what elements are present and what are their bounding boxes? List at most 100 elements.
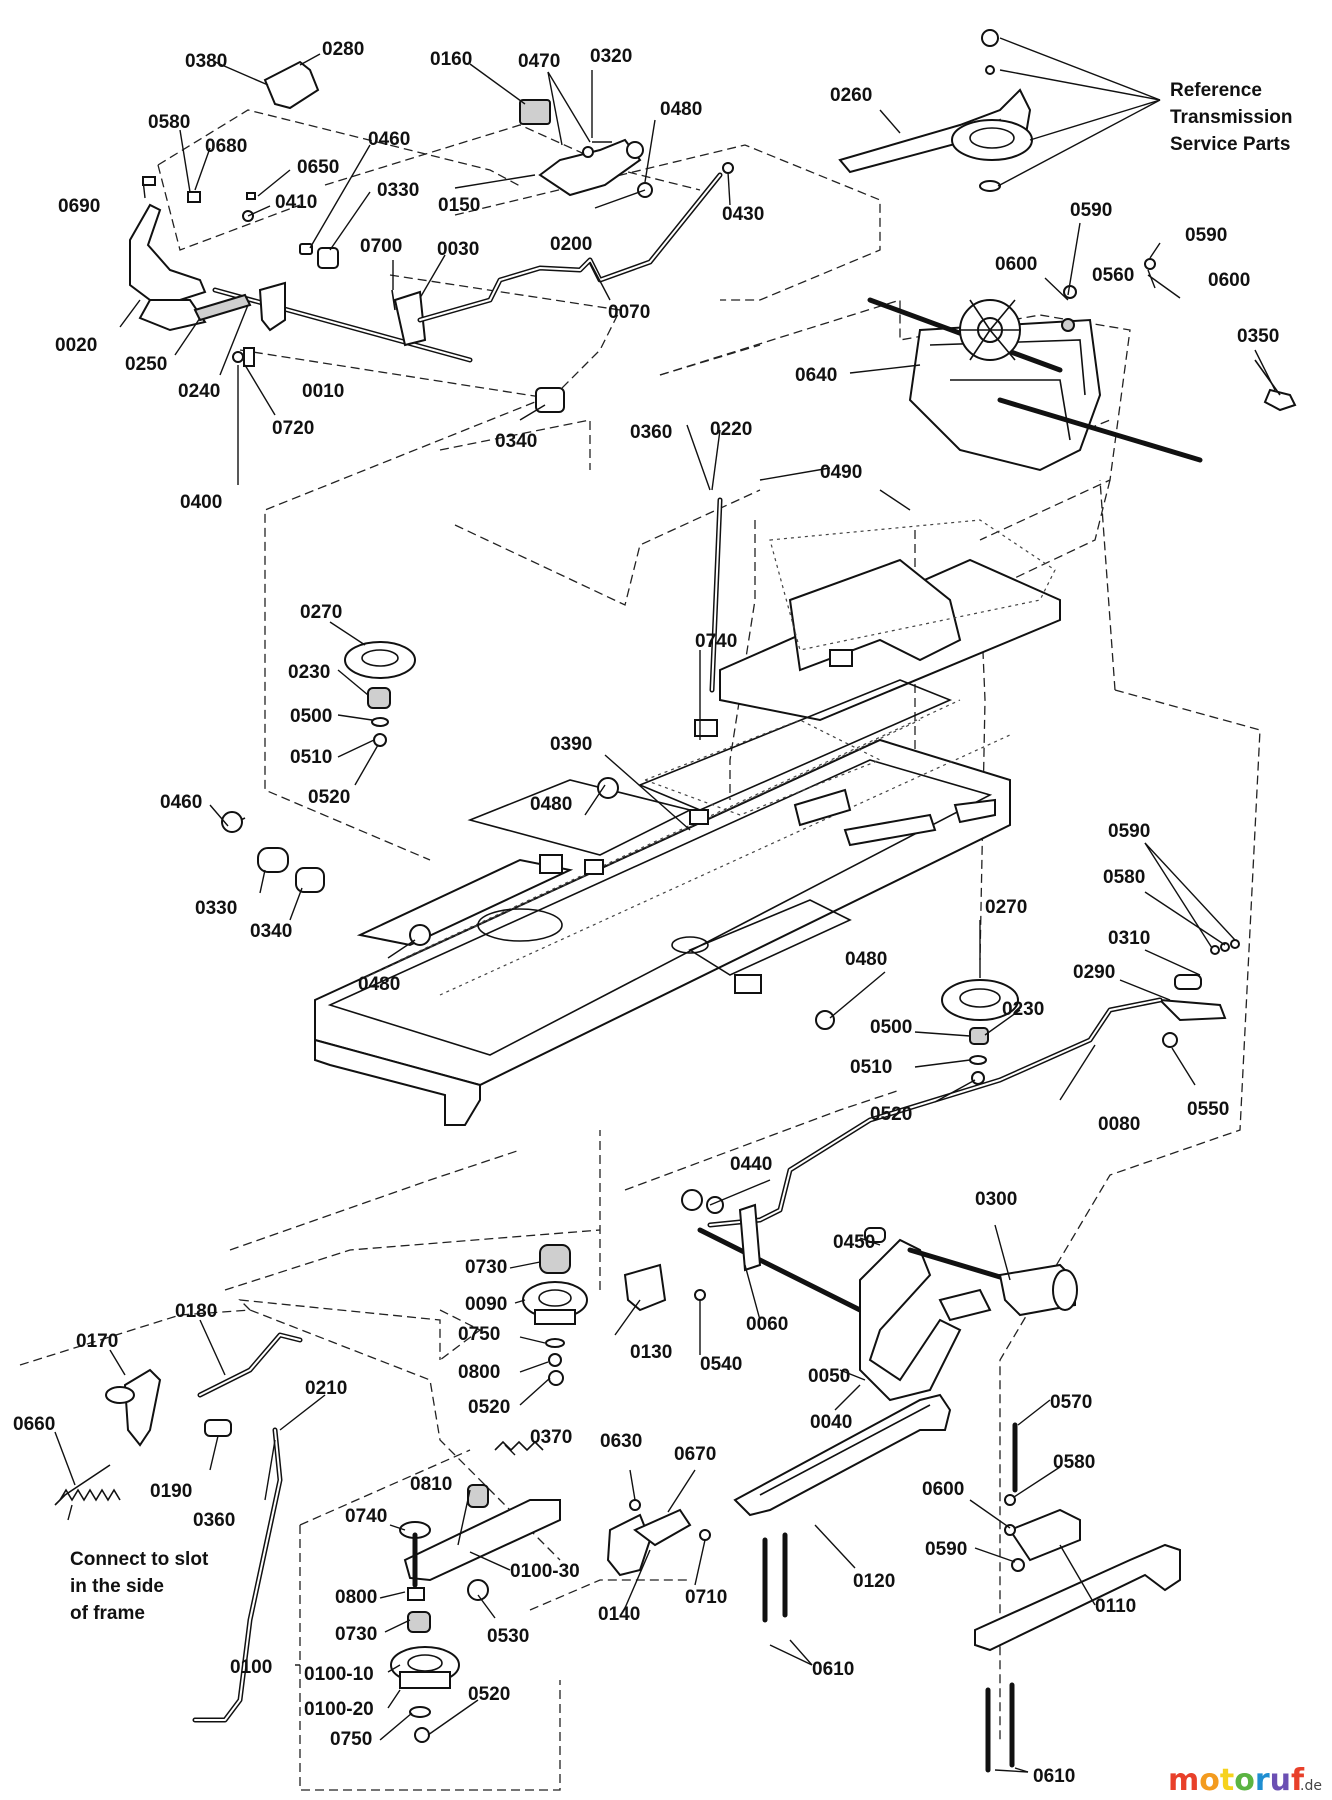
center-idler-pulley — [522, 1244, 588, 1386]
callout: 0460 — [160, 792, 202, 813]
callout: 0270 — [985, 897, 1027, 918]
stabilizer-arm-right — [974, 1422, 1181, 1773]
callout: 0340 — [495, 431, 537, 452]
callout: 0360 — [193, 1510, 235, 1531]
callout-labels: 0380 0280 0160 0470 0320 0480 0580 0680 … — [13, 39, 1279, 1787]
callout: 0560 — [1092, 265, 1134, 286]
callout: 0100-10 — [304, 1664, 374, 1685]
callout: 0700 — [360, 236, 402, 257]
callout: 0500 — [870, 1017, 912, 1038]
callout: 0100-20 — [304, 1699, 374, 1720]
callout: 0070 — [608, 302, 650, 323]
callout: 0170 — [76, 1331, 118, 1352]
callout: 0100 — [230, 1657, 272, 1678]
callout: 0520 — [308, 787, 350, 808]
callout: 0430 — [722, 204, 764, 225]
input-pulley-group — [838, 29, 1033, 192]
idler-pulley-right — [941, 939, 1240, 1085]
callout: 0400 — [180, 492, 222, 513]
callout: 0440 — [730, 1154, 772, 1175]
callout: 0480 — [845, 949, 887, 970]
callout: 0730 — [335, 1624, 377, 1645]
brake-pedal-linkage — [129, 60, 734, 413]
callout: 0670 — [674, 1444, 716, 1465]
callout: 0510 — [850, 1057, 892, 1078]
callout: 0120 — [853, 1571, 895, 1592]
callout: 0720 — [272, 418, 314, 439]
callout: 0290 — [1073, 962, 1115, 983]
callout: 0570 — [1050, 1392, 1092, 1413]
callout: 0250 — [125, 354, 167, 375]
callout: 0550 — [1187, 1099, 1229, 1120]
callout: 0230 — [288, 662, 330, 683]
callout: 0800 — [335, 1587, 377, 1608]
callout: 0190 — [150, 1481, 192, 1502]
callout: 0410 — [275, 192, 317, 213]
callout: 0630 — [600, 1431, 642, 1452]
callout: 0110 — [1095, 1596, 1136, 1617]
callout: 0810 — [410, 1474, 452, 1495]
callout: 0600 — [1208, 270, 1250, 291]
callout: 0540 — [700, 1354, 742, 1375]
bracket-group — [606, 1499, 711, 1577]
callout: 0160 — [430, 49, 472, 70]
connect-note: Connect to slot in the side of frame — [70, 1549, 209, 1624]
callout: 0090 — [465, 1294, 507, 1315]
reference-note: Reference Transmission Service Parts — [1170, 80, 1293, 155]
callout: 0500 — [290, 706, 332, 727]
callout: 0590 — [1070, 200, 1112, 221]
callout: 0600 — [922, 1479, 964, 1500]
callout: 0060 — [746, 1314, 788, 1335]
callout: 0520 — [468, 1684, 510, 1705]
callout: 0260 — [830, 85, 872, 106]
callout: 0710 — [685, 1587, 727, 1608]
watermark-logo: motoruf .de — [1168, 1763, 1322, 1798]
connect-line-3: of frame — [70, 1603, 145, 1624]
callout: 0330 — [195, 898, 237, 919]
watermark-suffix: .de — [1300, 1778, 1322, 1794]
callout: 0380 — [185, 51, 227, 72]
callout: 0470 — [518, 51, 560, 72]
callout: 0210 — [305, 1378, 347, 1399]
callout: 0610 — [812, 1659, 854, 1680]
callout: 0240 — [178, 381, 220, 402]
callout: 0590 — [1185, 225, 1227, 246]
idler-pulley-left — [221, 641, 835, 1030]
callout: 0490 — [820, 462, 862, 483]
callout: 0480 — [358, 974, 400, 995]
callout: 0750 — [330, 1729, 372, 1750]
callout: 0140 — [598, 1604, 640, 1625]
callout: 0390 — [550, 734, 592, 755]
callout: 0200 — [550, 234, 592, 255]
callout: 0680 — [205, 136, 247, 157]
callout: 0350 — [1237, 326, 1279, 347]
callout: 0480 — [530, 794, 572, 815]
callout: 0340 — [250, 921, 292, 942]
transmission-assembly — [867, 258, 1297, 472]
callout: 0020 — [55, 335, 97, 356]
callout: 0040 — [810, 1412, 852, 1433]
callout: 0050 — [808, 1366, 850, 1387]
idler-arm-assembly — [390, 1440, 561, 1743]
callout: 0580 — [1053, 1452, 1095, 1473]
callout: 0740 — [695, 631, 737, 652]
stabilizer-arm-left — [733, 1393, 952, 1623]
callout: 0610 — [1033, 1766, 1075, 1787]
callout: 0370 — [530, 1427, 572, 1448]
reference-line-1: Reference — [1170, 80, 1262, 101]
callout: 0460 — [368, 129, 410, 150]
leader-lines — [54, 37, 1276, 1773]
callout: 0580 — [1103, 867, 1145, 888]
callout: 0270 — [300, 602, 342, 623]
lift-handle-group — [54, 1332, 303, 1723]
reference-line-2: Transmission — [1170, 107, 1293, 128]
callout: 0080 — [1098, 1114, 1140, 1135]
callout: 0510 — [290, 747, 332, 768]
watermark-brand: motoruf — [1168, 1763, 1305, 1798]
callout: 0580 — [148, 112, 190, 133]
callout: 0730 — [465, 1257, 507, 1278]
connect-line-1: Connect to slot — [70, 1549, 209, 1570]
callout: 0740 — [345, 1506, 387, 1527]
callout: 0750 — [458, 1324, 500, 1345]
callout: 0480 — [660, 99, 702, 120]
